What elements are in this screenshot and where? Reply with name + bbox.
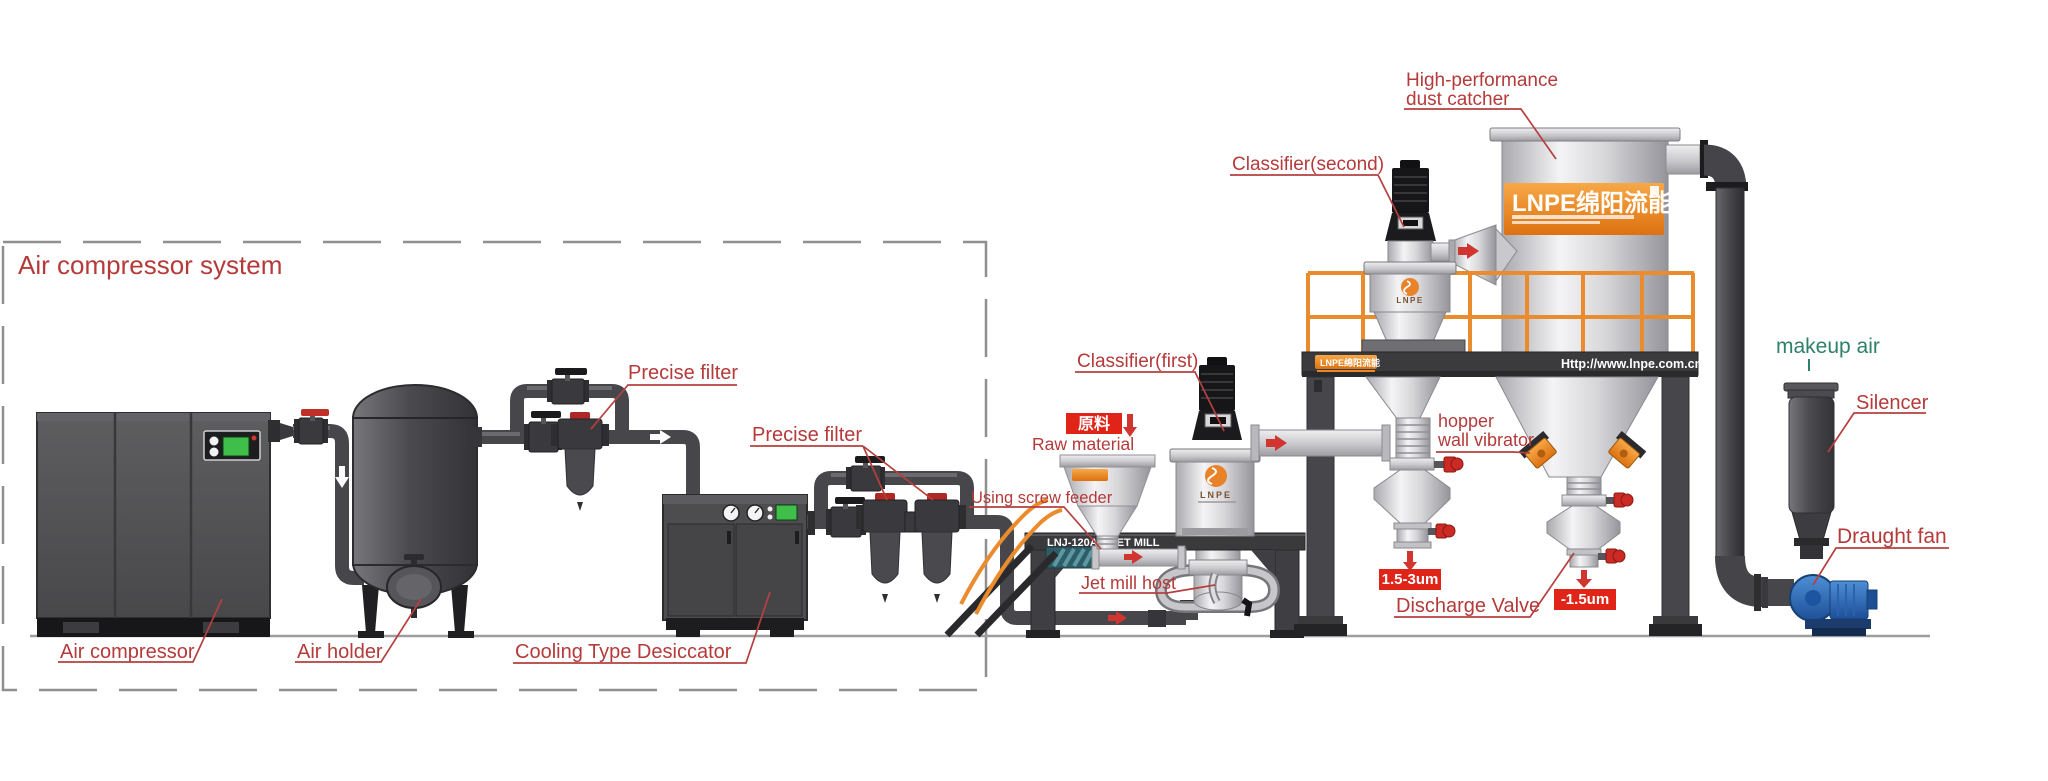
classifier-second: LNPE bbox=[1361, 160, 1466, 354]
label-dust-catcher-line2: dust catcher bbox=[1406, 89, 1510, 110]
label-silencer: Silencer bbox=[1856, 392, 1929, 414]
screw-feeder bbox=[1045, 546, 1095, 569]
label-air-holder: Air holder bbox=[297, 641, 383, 663]
flow-arrow-right bbox=[1124, 550, 1143, 564]
website-text: Http://www.lnpe.com.cn bbox=[1561, 357, 1702, 371]
dust-catcher-banner: LNPE绵阳流能 bbox=[1504, 183, 1672, 235]
air-compressor bbox=[36, 412, 293, 637]
flow-arrow-right bbox=[1458, 243, 1479, 259]
flow-arrow-right bbox=[650, 430, 671, 444]
badge-size-fine bbox=[1554, 589, 1616, 610]
air-line-holder-to-desiccator bbox=[482, 368, 700, 511]
platform-brand-badge bbox=[1315, 355, 1377, 369]
classifier2-discharge-line: 1.5-3um bbox=[1365, 376, 1464, 590]
raw-material-cn-text: 原料 bbox=[1078, 414, 1110, 433]
label-dust-catcher-line1: High-performance bbox=[1406, 70, 1558, 91]
label-air-compressor: Air compressor bbox=[60, 641, 195, 663]
exhaust-pipe bbox=[1665, 140, 1794, 611]
size-coarse-text: 1.5-3um bbox=[1382, 571, 1439, 588]
compressor-control-display bbox=[203, 430, 261, 461]
air-compressor-system-boundary bbox=[1, 240, 988, 692]
label-draught-fan: Draught fan bbox=[1837, 525, 1947, 548]
size-fine-text: -1.5um bbox=[1561, 591, 1609, 608]
flow-arrow-right bbox=[1108, 611, 1127, 625]
label-raw-material: Raw material bbox=[1032, 434, 1134, 454]
raw-material-callout: 原料 Raw material bbox=[1032, 413, 1137, 454]
flow-arrow-right bbox=[1266, 435, 1287, 451]
registered-mark-icon bbox=[1650, 186, 1659, 195]
label-cooling-desiccator: Cooling Type Desiccator bbox=[515, 641, 732, 663]
jet-mill-host bbox=[1154, 559, 1281, 620]
precise-filter-2a bbox=[856, 493, 908, 603]
label-classifier-second: Classifier(second) bbox=[1232, 154, 1384, 175]
collection-hopper-fine bbox=[1546, 505, 1621, 552]
valve-lever-red bbox=[301, 409, 329, 416]
label-precise-filter-2: Precise filter bbox=[752, 424, 862, 446]
label-hopper-line1: hopper bbox=[1438, 411, 1494, 431]
manhole bbox=[386, 554, 442, 618]
lnpe-logo-icon bbox=[1205, 465, 1227, 487]
label-precise-filter-1: Precise filter bbox=[628, 362, 738, 384]
draught-fan bbox=[1789, 574, 1878, 636]
feed-pipe bbox=[1091, 545, 1187, 570]
classifier-first: LNPE bbox=[1169, 357, 1261, 537]
cooling-type-desiccator bbox=[662, 494, 808, 637]
label-jet-mill-host: Jet mill host bbox=[1081, 573, 1176, 593]
discharge-valve-4 bbox=[1598, 548, 1626, 564]
badge-size-coarse bbox=[1379, 569, 1441, 590]
label-hopper-line2: wall vibrator bbox=[1437, 430, 1534, 450]
dust-catcher-inlet-duct bbox=[1451, 224, 1518, 286]
lnpe-logo-icon bbox=[1401, 278, 1419, 296]
classifier1-brand-text: LNPE bbox=[1200, 490, 1232, 500]
badge-raw-material bbox=[1066, 413, 1122, 434]
precise-filter-2b bbox=[904, 493, 966, 603]
dust-catcher-platform: LNPE绵阳流能 Http://www.lnpe.com.cn bbox=[1294, 351, 1702, 636]
label-makeup-air: makeup air bbox=[1776, 335, 1880, 358]
classifier1-outlet-pipe bbox=[1250, 424, 1391, 462]
flow-arrow-down bbox=[335, 466, 349, 488]
precise-filter-1 bbox=[551, 412, 609, 511]
callout-labels: Air compressor Air holder Precise filter… bbox=[58, 70, 1949, 664]
bypass-line-2 bbox=[814, 471, 974, 522]
pipe-compressor-to-holder bbox=[293, 409, 364, 585]
label-using-screw-feeder: Using screw feeder bbox=[971, 489, 1113, 507]
label-discharge-valve: Discharge Valve bbox=[1396, 595, 1540, 617]
dust-catcher-discharge-line: -1.5um bbox=[1495, 376, 1659, 610]
platform-railing bbox=[1306, 271, 1695, 352]
jet-mill-unit: LNJ-120A-2 JET MILL bbox=[1024, 357, 1306, 638]
feed-hopper bbox=[1059, 454, 1156, 550]
platform-brand-text: LNPE绵阳流能 bbox=[1320, 357, 1380, 368]
access-stairs bbox=[944, 498, 1063, 638]
banner-brand-text: LNPE绵阳流能 bbox=[1512, 189, 1672, 217]
label-classifier-first: Classifier(first) bbox=[1077, 351, 1198, 372]
silencer bbox=[1783, 382, 1839, 559]
hopper-wall-vibrator-left bbox=[1518, 430, 1557, 469]
page-title: Air compressor system bbox=[18, 250, 282, 280]
collection-hopper-coarse bbox=[1373, 469, 1451, 524]
discharge-valve-3 bbox=[1606, 492, 1634, 508]
hopper-brand-badge bbox=[1072, 469, 1108, 481]
air-holder bbox=[351, 384, 482, 638]
drain-stub bbox=[1241, 597, 1253, 617]
desiccator-display bbox=[775, 504, 798, 521]
hopper-wall-vibrator-right bbox=[1608, 430, 1647, 469]
discharge-valve-2 bbox=[1428, 523, 1456, 539]
pipe-fitting bbox=[1148, 610, 1166, 627]
discharge-valve-1 bbox=[1434, 456, 1464, 473]
classifier2-brand-text: LNPE bbox=[1396, 296, 1423, 305]
